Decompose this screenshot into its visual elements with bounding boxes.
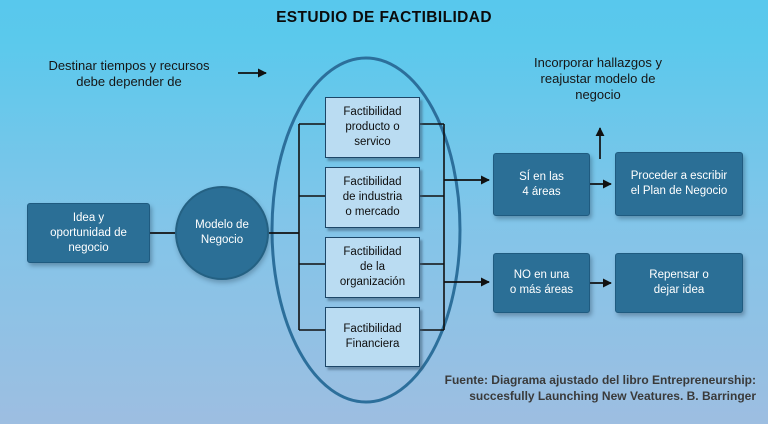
node-no-en-areas: NO en una o más áreas — [493, 253, 590, 313]
grouping-ellipse — [270, 56, 462, 404]
source-citation-line-2: succesfully Launching New Veatures. B. B… — [469, 388, 756, 403]
node-factibilidad-producto: Factibilidad producto o servico — [325, 97, 420, 158]
right-note: Incorporar hallazgos y reajustar modelo … — [534, 55, 662, 102]
source-citation-line-1: Fuente: Diagrama ajustado del libro Entr… — [444, 373, 756, 387]
diagram-title: ESTUDIO DE FACTIBILIDAD — [276, 9, 492, 26]
node-factibilidad-industria: Factibilidad de industria o mercado — [325, 167, 420, 228]
left-note: Destinar tiempos y recursos debe depende… — [48, 58, 210, 89]
node-factibilidad-financiera: Factibilidad Financiera — [325, 307, 420, 367]
node-proceder-plan-negocio: Proceder a escribir el Plan de Negocio — [615, 152, 743, 216]
node-si-en-4-areas: SÍ en las 4 áreas — [493, 153, 590, 216]
node-idea-oportunidad: Idea y oportunidad de negocio — [27, 203, 150, 263]
node-modelo-negocio: Modelo de Negocio — [175, 186, 269, 280]
source-citation: Fuente: Diagrama ajustado del libro Entr… — [336, 373, 756, 404]
node-repensar-dejar-idea: Repensar o dejar idea — [615, 253, 743, 313]
node-factibilidad-organizacion: Factibilidad de la organización — [325, 237, 420, 298]
